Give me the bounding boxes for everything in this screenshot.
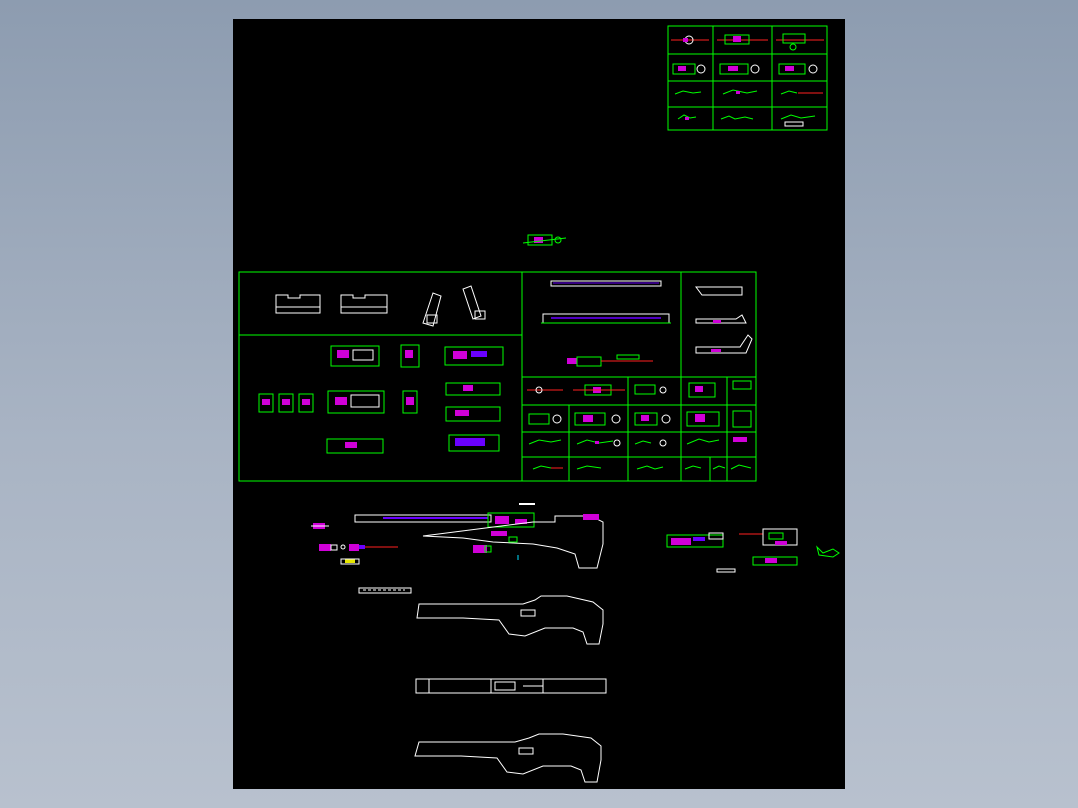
loose-parts-left (311, 523, 519, 565)
panel-stock-profiles (695, 286, 753, 354)
panel-blocks (275, 285, 486, 327)
thumbnail-grid-top (667, 25, 828, 131)
loose-parts-right (666, 528, 840, 573)
scale-bar (519, 503, 535, 505)
stock-top-view (415, 678, 607, 694)
cad-drawing (238, 25, 840, 783)
main-sheet-frame (238, 271, 757, 482)
small-assembly-detail (522, 234, 567, 246)
drawing-viewport[interactable] (233, 19, 845, 789)
thumbnail-grid-lower (522, 377, 756, 481)
stock-outline-1 (416, 595, 604, 645)
panel-sections (258, 344, 504, 454)
stock-outline-2 (414, 733, 602, 783)
rifle-assembly (354, 512, 604, 569)
barrel-rail (358, 587, 412, 594)
panel-barrel (541, 280, 671, 367)
